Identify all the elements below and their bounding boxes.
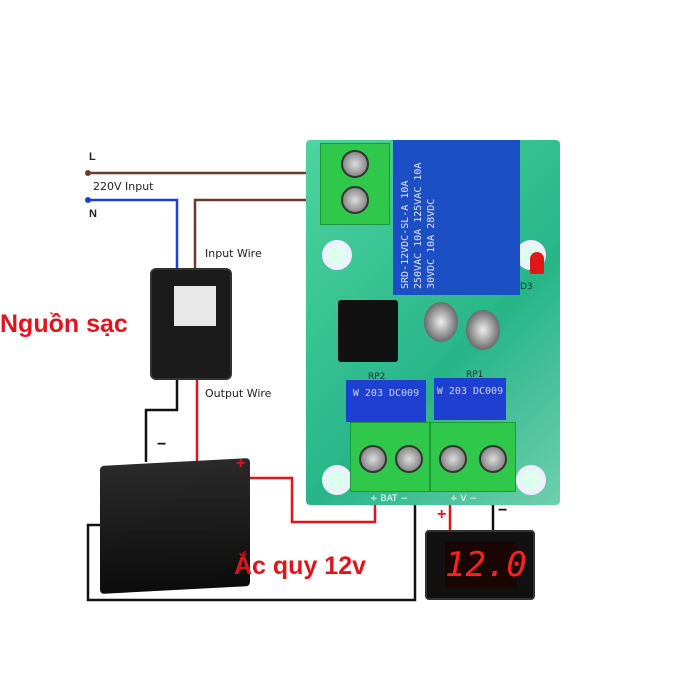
ac-terminal-block [320,143,390,225]
battery-caption: Ắc quy 12v [234,552,367,580]
charger-adapter [150,268,232,380]
line-label: L [89,151,96,163]
v-terminal-block [430,422,516,492]
bat-terminal-block [350,422,430,492]
battery-12v [100,458,250,594]
battery-positive-sign: + [236,455,246,472]
potentiometer-rp1[interactable]: W 203 DC009 [434,378,506,420]
adapter-label-plate [174,286,216,326]
neutral-wire [88,198,179,270]
voltmeter: 12.0 [425,530,535,600]
rp2-label: RP2 [368,372,386,382]
battery-positive-to-board-wire [240,476,377,524]
battery-negative-return-wire [86,492,417,602]
input-wire-label: Input Wire [205,247,262,260]
led-label: D3 [520,282,533,292]
meter-positive-sign: + [437,506,447,523]
v-terminal-label: + V − [450,494,477,504]
output-wire-label: Output Wire [205,387,272,400]
relay: SRD-12VDC-SL-A 10A 250VAC 10A 125VAC 10A… [393,140,520,295]
capacitor [466,310,500,350]
rp1-label: RP1 [466,370,484,380]
potentiometer-rp2[interactable]: W 203 DC009 [346,380,426,422]
adapter-negative-wire [144,380,179,462]
adapter-input-wire [193,198,320,270]
ic-chip [338,300,398,362]
bat-terminal-label: + BAT − [370,494,408,504]
status-led [530,252,544,274]
ac-input-label: 220V Input [93,180,154,193]
neutral-label: N [89,208,97,220]
battery-negative-sign: − [157,436,167,453]
charger-caption: Nguồn sạc [0,310,128,338]
capacitor [424,302,458,342]
voltmeter-reading: 12.0 [445,542,527,588]
meter-negative-sign: − [498,502,508,519]
